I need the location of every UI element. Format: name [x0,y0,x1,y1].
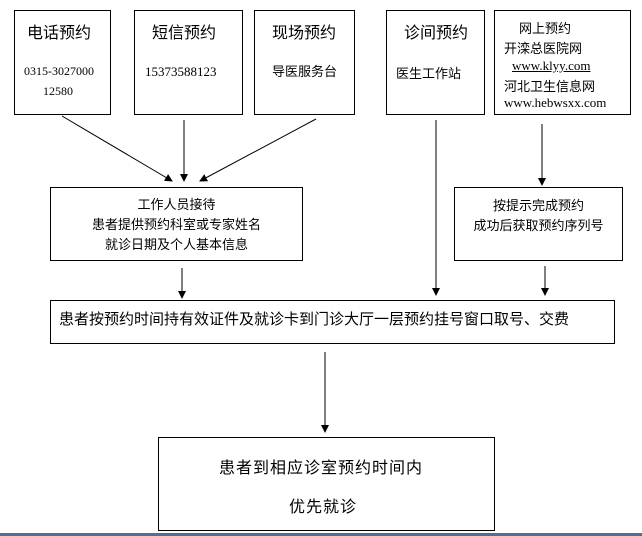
phone-booking-title: 电话预约 [27,23,92,42]
final-visit-box: 患者到相应诊室预约时间内 优先就诊 [158,437,495,531]
clinic-booking-box: 诊间预约 医生工作站 [386,10,485,115]
onsite-booking-location: 导医服务台 [272,65,338,80]
bottom-border-line [0,533,642,536]
checkin-text: 患者按预约时间持有效证件及就诊卡到门诊大厅一层预约挂号窗口取号、交费 [59,310,570,328]
sms-booking-box: 短信预约 15373588123 [134,10,243,115]
onsite-booking-box: 现场预约 导医服务台 [254,10,355,115]
clinic-booking-title: 诊间预约 [404,23,469,42]
phone-booking-box: 电话预约 0315-3027000 12580 [14,10,111,115]
online-booking-site-2-url: www.hebwsxx.com [504,95,607,110]
online-booking-site-1-name: 开滦总医院网 [504,42,583,57]
clinic-booking-location: 医生工作站 [396,67,462,82]
online-booking-box: 网上预约 开滦总医院网 www.klyy.com 河北卫生信息网 www.heb… [494,10,631,115]
phone-booking-number-2: 12580 [43,84,73,98]
staff-reception-line-3: 就诊日期及个人基本信息 [104,238,248,253]
arrow-onsite-to-staff [199,118,317,182]
online-result-line-2: 成功后获取预约序列号 [473,219,604,234]
sms-booking-number: 15373588123 [145,64,217,79]
sms-booking-title: 短信预约 [152,23,217,42]
phone-booking-number-1: 0315-3027000 [24,64,94,78]
online-result-box: 按提示完成预约 成功后获取预约序列号 [454,187,623,261]
final-visit-line-1: 患者到相应诊室预约时间内 [219,458,424,477]
staff-reception-line-1: 工作人员接待 [137,198,216,213]
final-visit-line-2: 优先就诊 [289,497,358,516]
staff-reception-box: 工作人员接待 患者提供预约科室或专家姓名 就诊日期及个人基本信息 [50,187,303,261]
staff-reception-line-2: 患者提供预约科室或专家姓名 [91,218,261,233]
online-booking-title: 网上预约 [519,22,572,37]
online-booking-site-2-name: 河北卫生信息网 [504,80,596,95]
onsite-booking-title: 现场预约 [272,23,337,42]
checkin-box: 患者按预约时间持有效证件及就诊卡到门诊大厅一层预约挂号窗口取号、交费 [50,300,615,344]
online-booking-site-1-url[interactable]: www.klyy.com [512,58,591,73]
online-result-line-1: 按提示完成预约 [492,199,584,214]
arrow-phone-to-staff [61,115,173,182]
